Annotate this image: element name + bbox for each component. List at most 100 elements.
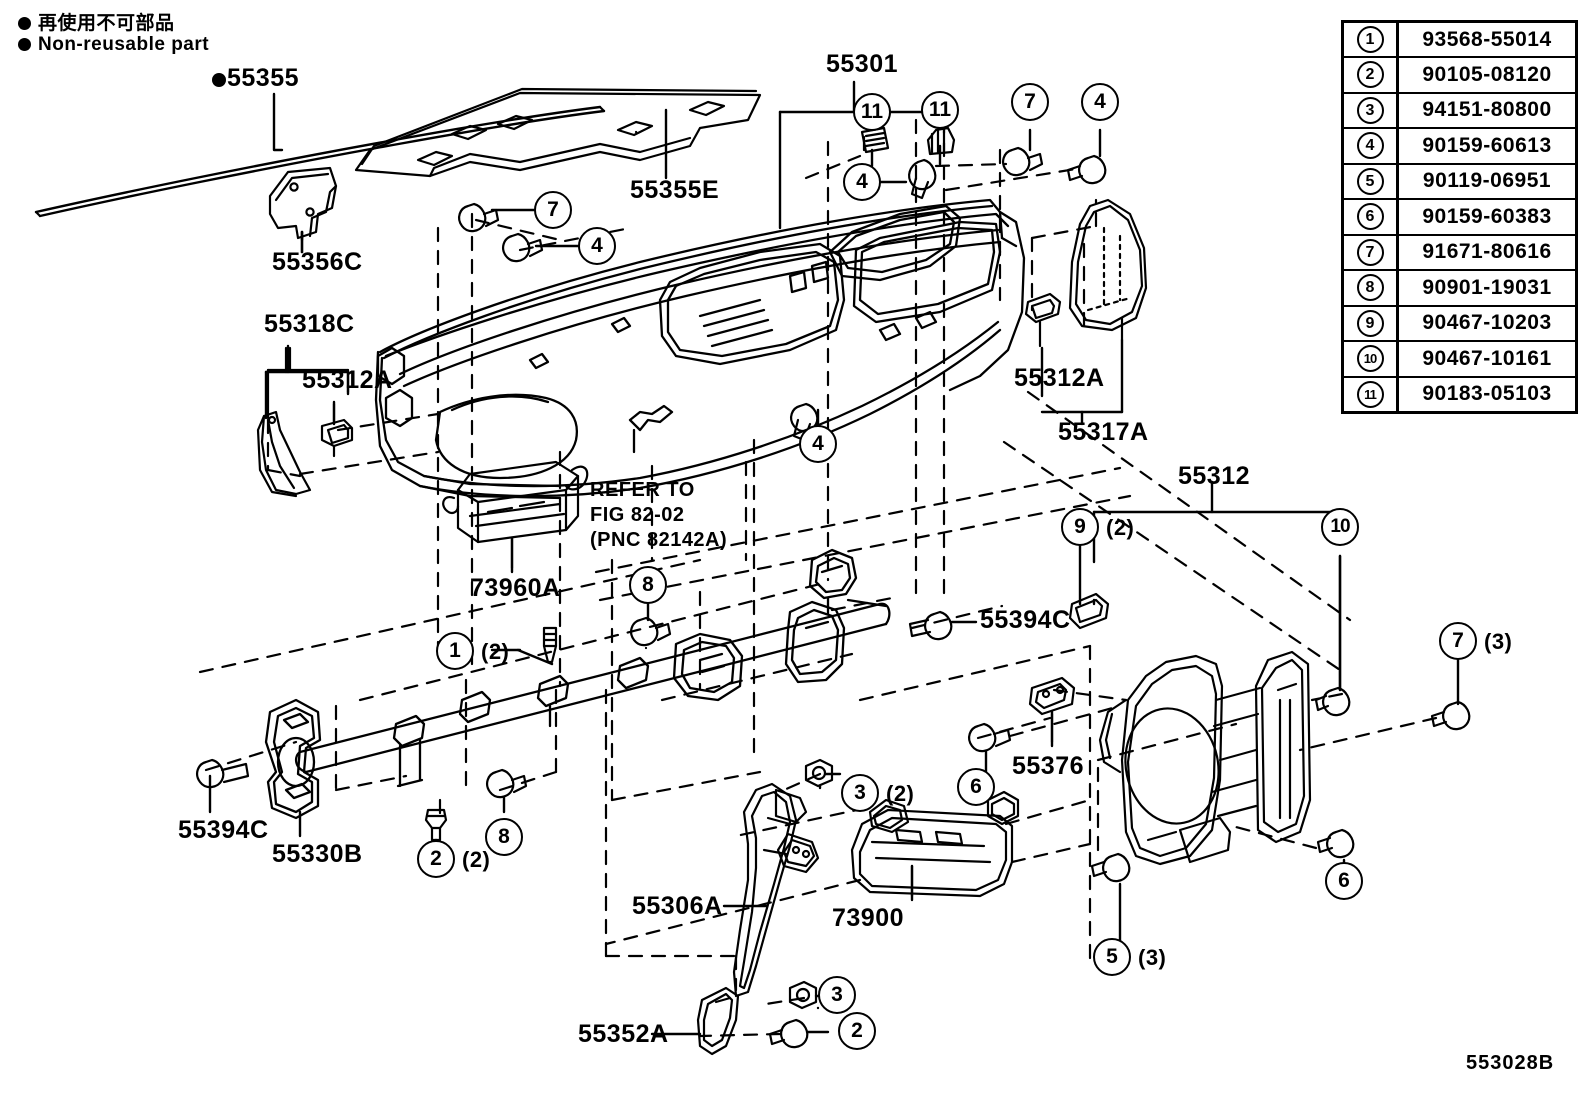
parts-table-number-cell: 90183-05103 [1397,375,1577,412]
part-55312A-right-clip [1024,292,1062,348]
callout-3-lower[interactable]: 3 [818,976,856,1014]
fastener-bolt-7-left [458,202,500,233]
callout-4-topright[interactable]: 4 [1081,83,1119,121]
parts-table-ref-badge: 11 [1356,380,1384,408]
parts-table-ref-badge: 8 [1356,274,1384,302]
parts-table-number-cell: 90467-10203 [1397,304,1577,341]
part-label-55312A-left: 55312A [302,366,393,394]
callout-4-center[interactable]: 4 [799,425,837,463]
fastener-nut-3-upper [804,758,834,788]
part-label-55356C: 55356C [272,248,363,276]
fastener-bolt-55394C-center [908,610,953,641]
fastener-bolt-7-right [1430,700,1471,731]
parts-table-row: 1 93568-55014 [1342,21,1577,57]
callout-3-upper-qty: (2) [886,781,915,806]
part-55312-side-panel [1098,650,1312,866]
refer-note-line2: FIG 82-02 [590,504,685,526]
parts-table-ref-badge: 1 [1356,26,1384,53]
callout-7-right[interactable]: 7 [1439,622,1477,660]
parts-table-ref-cell: 5 [1342,162,1399,199]
parts-table-number-cell: 94151-80800 [1397,91,1577,128]
parts-table-ref-badge: 5 [1356,167,1384,195]
parts-table-ref-cell: 9 [1342,304,1399,341]
fastener-bolt-4-under11 [908,158,937,200]
fastener-bolt-6-right [1316,828,1355,859]
legend-japanese-text: 再使用不可部品 [38,12,175,34]
part-label-55355E: 55355E [630,176,720,204]
callout-1[interactable]: 1 [436,632,474,670]
callout-3-upper[interactable]: 3 [841,774,879,812]
fastener-bolt-7-top [1002,146,1044,177]
fasteners [196,126,1471,1049]
part-label-55301: 55301 [826,50,899,78]
part-label-55355-text: 55355 [227,64,300,92]
parts-table-number-cell: 91671-80616 [1397,233,1577,270]
callout-6-right[interactable]: 6 [1325,862,1363,900]
legend-english: Non-reusable part [18,34,209,56]
parts-table-number-cell: 90105-08120 [1397,56,1577,93]
parts-table-number-cell: 93568-55014 [1422,27,1552,51]
callout-2-lower[interactable]: 2 [838,1012,876,1050]
part-label-55330B: 55330B [272,840,363,868]
callout-7-left[interactable]: 7 [534,191,572,229]
callout-4-under11[interactable]: 4 [843,163,881,201]
fastener-bolt-2-lower [768,1018,809,1049]
part-55352A-cap [696,986,740,1056]
callout-11a[interactable]: 11 [853,93,891,131]
part-label-73960A: 73960A [470,574,561,602]
callout-5[interactable]: 5 [1093,938,1131,976]
parts-table-number-cell: 90119-06951 [1397,162,1577,199]
refer-note-line3: (PNC 82142A) [590,529,728,551]
fastener-bolt-55394C-left [196,758,250,789]
callout-7-top[interactable]: 7 [1011,83,1049,121]
parts-table-row: 8 90901-19031 [1342,269,1577,306]
parts-table-row: 5 90119-06951 [1342,162,1577,199]
callout-2-lowerleft[interactable]: 2 [417,840,455,878]
parts-table-ref-cell: 3 [1342,91,1399,128]
callout-9[interactable]: 9 [1061,508,1099,546]
callout-6-center[interactable]: 6 [957,768,995,806]
part-label-55312A-right: 55312A [1014,364,1105,392]
part-label-55394C-left: 55394C [178,816,269,844]
fastener-clip-2-lowerleft [424,808,448,842]
assembly-guides [198,118,1438,1038]
part-55355E-plate [354,87,762,178]
fastener-clip-11a [860,126,890,154]
fastener-nut-3-lower [788,980,818,1010]
part-73960A-airbag [442,460,589,570]
fastener-bolt-8-left [630,616,672,650]
callout-10[interactable]: 10 [1321,508,1359,546]
fastener-screw-1 [542,626,558,664]
part-label-55306A: 55306A [632,892,723,920]
part-55317A-side-cover [1068,198,1148,342]
parts-table-ref-cell: 6 [1342,198,1399,235]
callout-8-left[interactable]: 8 [629,566,667,604]
part-label-55352A: 55352A [578,1020,669,1048]
callout-8-lower[interactable]: 8 [485,818,523,856]
parts-table-ref-cell: 8 [1342,269,1399,306]
legend-japanese: 再使用不可部品 [18,8,175,35]
part-label-55312: 55312 [1178,462,1251,490]
callout-4-left[interactable]: 4 [578,227,616,265]
fastener-bolt-4-topright [1066,154,1107,185]
part-55312A-left-clip [320,418,354,458]
parts-table-ref-badge: 6 [1356,203,1384,231]
fastener-bolt-5 [1090,852,1131,883]
figure-code: 553028B [1466,1052,1555,1074]
non-reusable-marker-icon [18,17,31,30]
callout-5-qty: (3) [1138,945,1167,970]
callout-11b[interactable]: 11 [921,91,959,129]
parts-table-number-cell: 90901-19031 [1397,269,1577,306]
parts-table-ref-cell: 7 [1342,233,1399,270]
part-55301-instrument-panel [374,198,1026,500]
part-label-55318C: 55318C [264,310,355,338]
refer-note: REFER TO FIG 82-02 (PNC 82142A) [590,478,727,553]
